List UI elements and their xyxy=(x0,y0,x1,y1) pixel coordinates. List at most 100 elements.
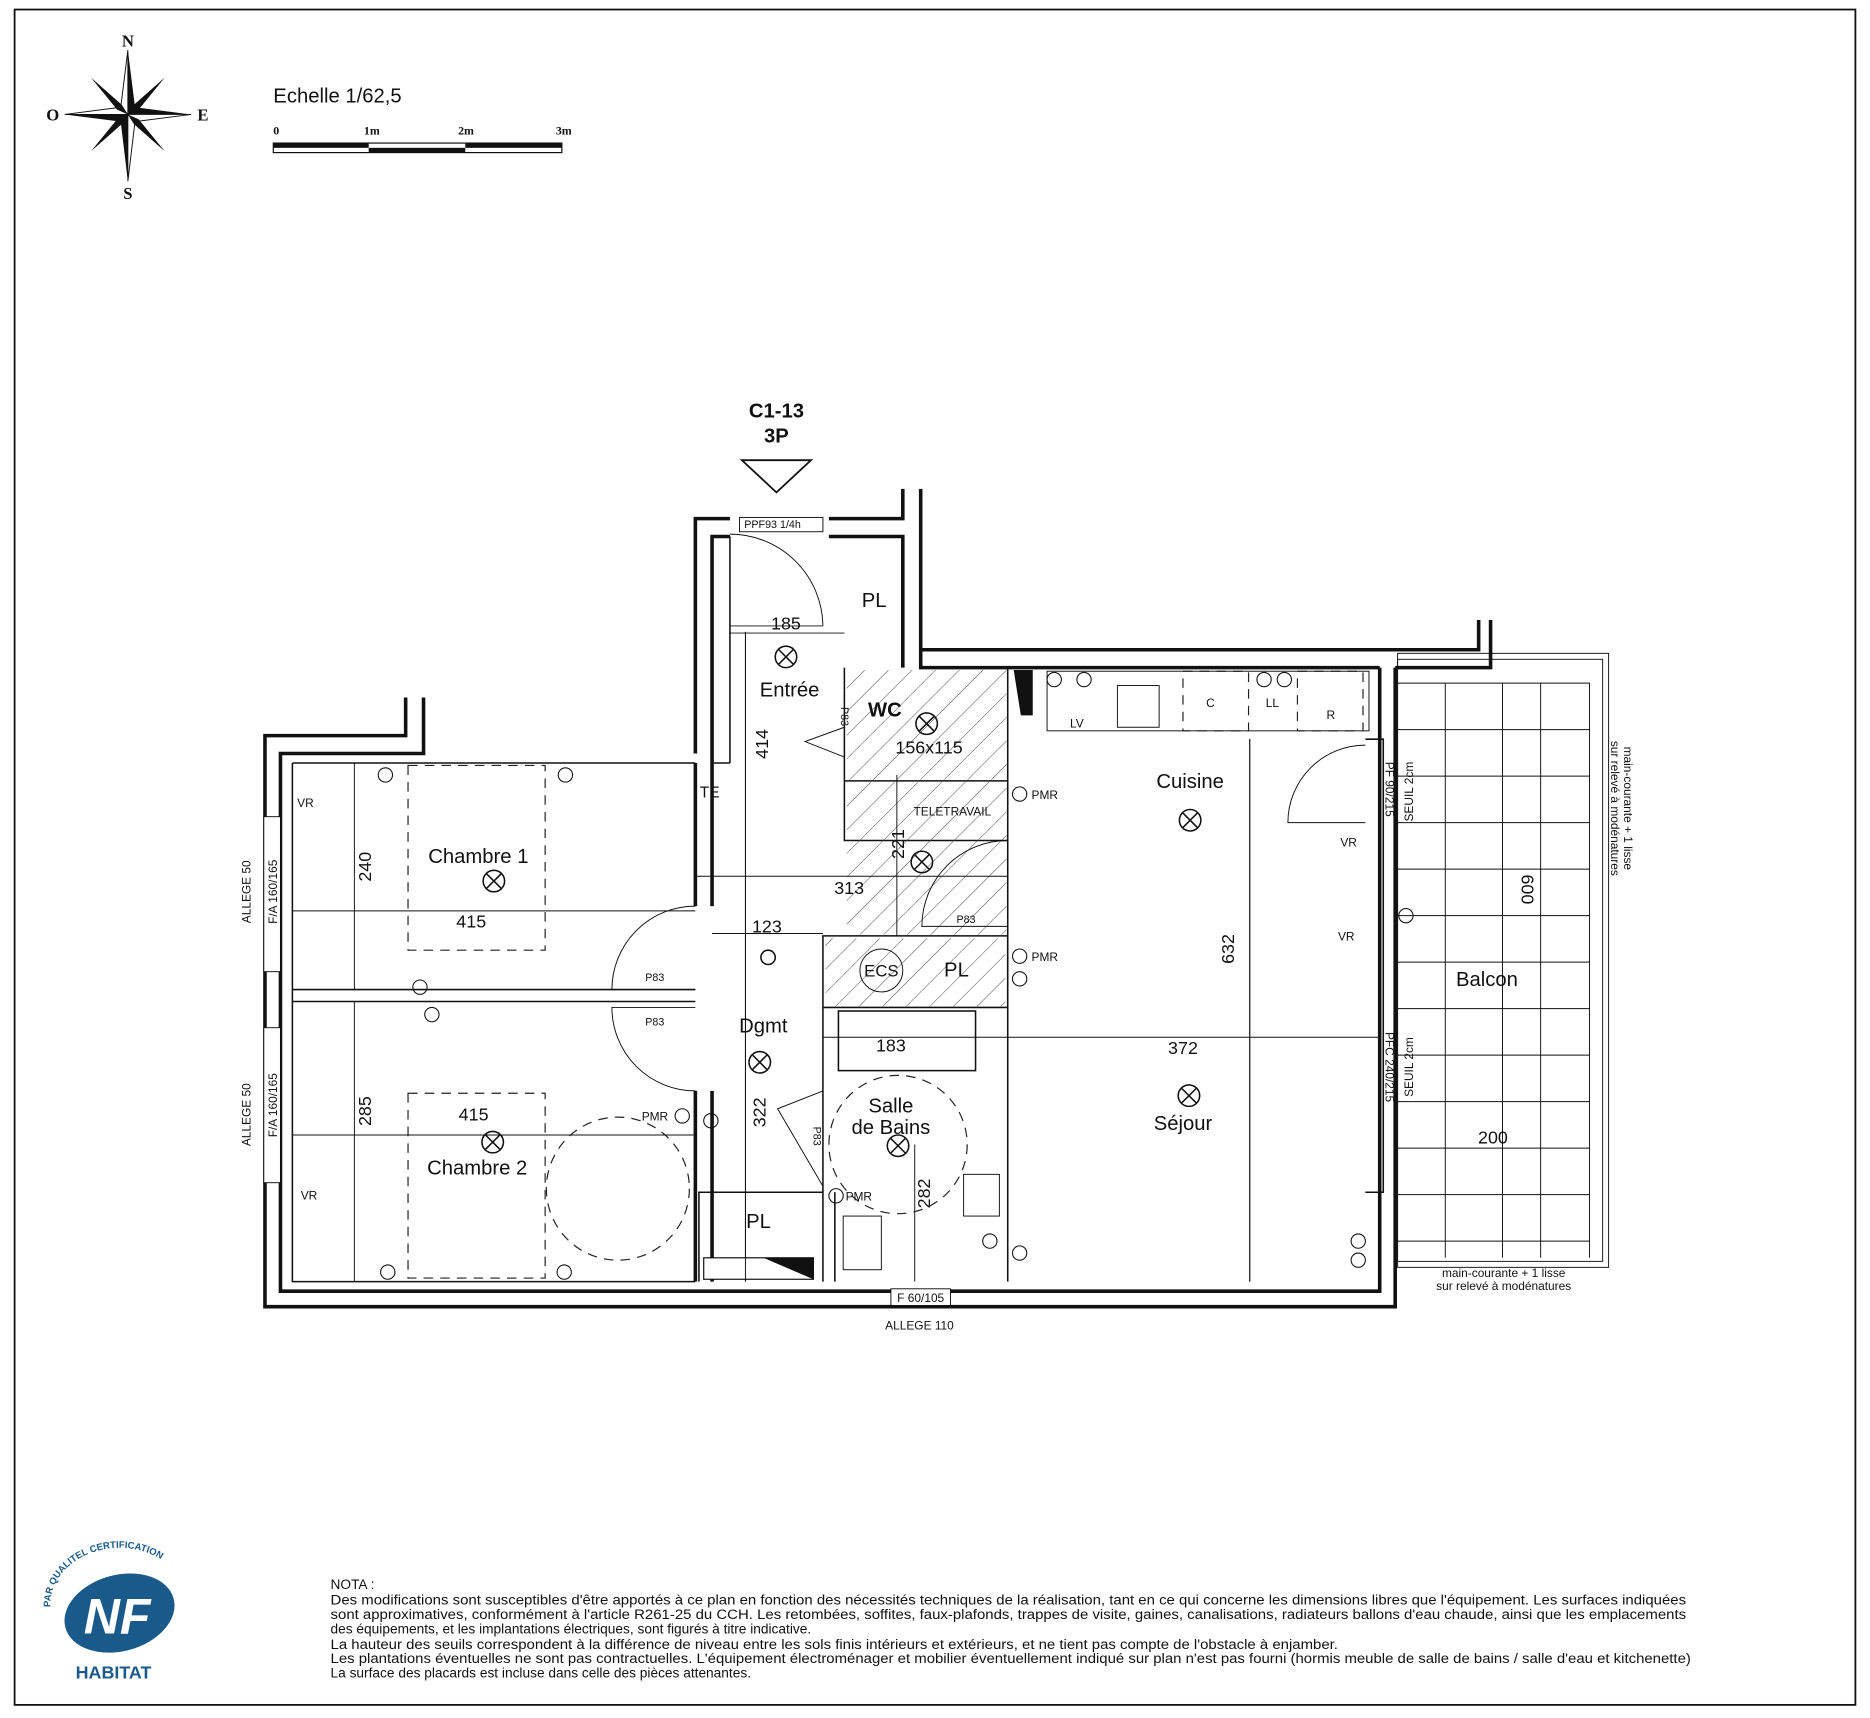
compass-east: E xyxy=(197,105,208,124)
nota-line: La hauteur des seuils correspondent à la… xyxy=(331,1637,1338,1652)
window-fa-1: F/A 160/165 xyxy=(266,859,280,924)
dim-dgmt-width: 313 xyxy=(834,878,864,898)
wc-hatch xyxy=(846,670,1007,780)
ecs-tank-icon xyxy=(859,948,904,993)
room-balcon: Balcon xyxy=(1456,969,1518,991)
room-teletravail: TELETRAVAIL xyxy=(914,804,992,818)
vr-label-2: VR xyxy=(301,1188,318,1202)
dim-teletravail-height: 221 xyxy=(888,829,908,859)
allege-50-1: ALLEGE 50 xyxy=(240,860,254,923)
room-wc: WC xyxy=(868,700,902,722)
door-pf90: PF 90/215 xyxy=(1383,762,1397,817)
appliance-ll: LL xyxy=(1266,696,1280,710)
entrance-arrow-icon xyxy=(739,459,814,494)
allege-50-2: ALLEGE 50 xyxy=(240,1083,254,1146)
nota-line: Les plantations éventuelles ne sont pas … xyxy=(331,1651,1691,1666)
dim-chambre2-width: 415 xyxy=(459,1105,489,1125)
door-p83-sdb: P83 xyxy=(810,1127,822,1146)
pmr-socket-1: PMR xyxy=(1032,788,1059,802)
railing-note-bottom-2: sur relevé à modénatures xyxy=(1436,1279,1571,1293)
sheet-border xyxy=(13,8,1857,1706)
ceiling-lights xyxy=(481,645,1202,1158)
light-icon xyxy=(915,712,939,736)
room-chambre-2: Chambre 2 xyxy=(427,1157,527,1179)
nota-line: Des modifications sont susceptibles d'êt… xyxy=(331,1593,1687,1608)
vr-label-3: VR xyxy=(1340,835,1357,849)
dim-sejour-width: 372 xyxy=(1168,1038,1198,1058)
room-dgmt: Dgmt xyxy=(739,1015,788,1037)
dim-chambre1-height: 240 xyxy=(355,852,375,882)
balcony xyxy=(1397,652,1610,1268)
door-p83-chambre2: P83 xyxy=(645,1016,664,1028)
pmr-socket-2: PMR xyxy=(1032,950,1059,964)
dim-sejour-height: 632 xyxy=(1218,934,1238,964)
nf-habitat-logo: NF PAR QUALITEL CERTIFICATION HABITAT xyxy=(42,1540,175,1683)
door-ppf-label: PPF93 1/4h xyxy=(744,519,801,531)
te-label: TE xyxy=(700,785,720,802)
nota-line: sont approximatives, conformément à l'ar… xyxy=(331,1607,1687,1622)
dim-wc: 156x115 xyxy=(895,737,962,757)
light-icon xyxy=(1177,1084,1201,1108)
unit-code: C1-13 xyxy=(749,400,804,422)
light-icon xyxy=(481,1130,505,1154)
scale-tick-3: 3m xyxy=(556,124,572,138)
compass-north: N xyxy=(122,31,134,50)
logo-mark: NF xyxy=(84,1588,152,1644)
railing-note-right-2: sur relevé à modénatures xyxy=(1608,741,1622,876)
dim-entree-height: 414 xyxy=(752,729,772,759)
dim-chambre2-height: 285 xyxy=(355,1096,375,1126)
room-chambre-1: Chambre 1 xyxy=(428,846,528,868)
dim-sdb-width: 183 xyxy=(876,1036,906,1056)
dim-entree-width: 185 xyxy=(771,613,801,633)
railing-note-right-1: main-courante + 1 lisse xyxy=(1621,747,1635,871)
logo-bottom-text: HABITAT xyxy=(76,1663,152,1683)
closet-pl-entree: PL xyxy=(862,590,887,612)
nota-block: NOTA : Des modifications sont susceptibl… xyxy=(331,1577,1691,1680)
closet-pl-dgmt: PL xyxy=(746,1211,771,1233)
nota-line: des équipements, et les implantations él… xyxy=(331,1621,812,1636)
scale-tick-2: 2m xyxy=(458,124,474,138)
window-fa-2: F/A 160/165 xyxy=(266,1073,280,1138)
door-p83-chambre1: P83 xyxy=(645,972,664,984)
light-icon xyxy=(482,869,506,893)
light-icon xyxy=(1178,808,1202,832)
nota-line: La surface des placards est incluse dans… xyxy=(331,1665,751,1680)
window-frame-chambre1 xyxy=(263,816,281,973)
closet-pl-ecs: PL xyxy=(944,959,969,981)
railing-note-bottom-1: main-courante + 1 lisse xyxy=(1442,1266,1566,1280)
scale-tick-1: 1m xyxy=(364,124,380,138)
dim-dgmt-width-2: 123 xyxy=(752,916,782,936)
unit-marker: C1-13 3P xyxy=(739,400,814,494)
dim-chambre1-width: 415 xyxy=(456,912,486,932)
room-entree: Entrée xyxy=(760,679,820,701)
vr-label-4: VR xyxy=(1338,930,1355,944)
dim-sdb-height: 282 xyxy=(914,1178,934,1208)
allege-110: ALLEGE 110 xyxy=(885,1318,954,1332)
vr-label-1: VR xyxy=(297,796,314,810)
door-p83-wc: P83 xyxy=(838,707,850,726)
room-salle-de-bains-line1: Salle xyxy=(868,1095,913,1117)
light-icon xyxy=(774,645,798,669)
seuil-2: SEUIL 2cm xyxy=(1402,1037,1416,1097)
scale-tick-0: 0 xyxy=(273,124,279,138)
pmr-socket-3: PMR xyxy=(642,1110,669,1124)
room-sejour: Séjour xyxy=(1154,1113,1213,1135)
dimension-lines xyxy=(292,631,1380,1282)
dim-balcon-width: 200 xyxy=(1478,1127,1508,1147)
nota-title: NOTA : xyxy=(331,1577,375,1592)
seuil-1: SEUIL 2cm xyxy=(1402,762,1416,822)
window-f60: F 60/105 xyxy=(897,1291,944,1305)
light-icon xyxy=(886,1134,910,1158)
doors xyxy=(611,533,1366,1187)
door-p83-sejour: P83 xyxy=(956,914,975,926)
light-icon xyxy=(910,850,934,874)
room-salle-de-bains-line2: de Bains xyxy=(851,1117,930,1139)
smoke-detector-icon xyxy=(760,949,777,966)
socket-icons xyxy=(377,671,1414,1280)
appliance-fridge: R xyxy=(1327,708,1336,722)
walls xyxy=(263,488,1493,1309)
teletravail-hatch xyxy=(846,782,1007,935)
ecs-hatch xyxy=(825,938,1006,1007)
scale-title: Echelle 1/62,5 xyxy=(273,86,401,108)
